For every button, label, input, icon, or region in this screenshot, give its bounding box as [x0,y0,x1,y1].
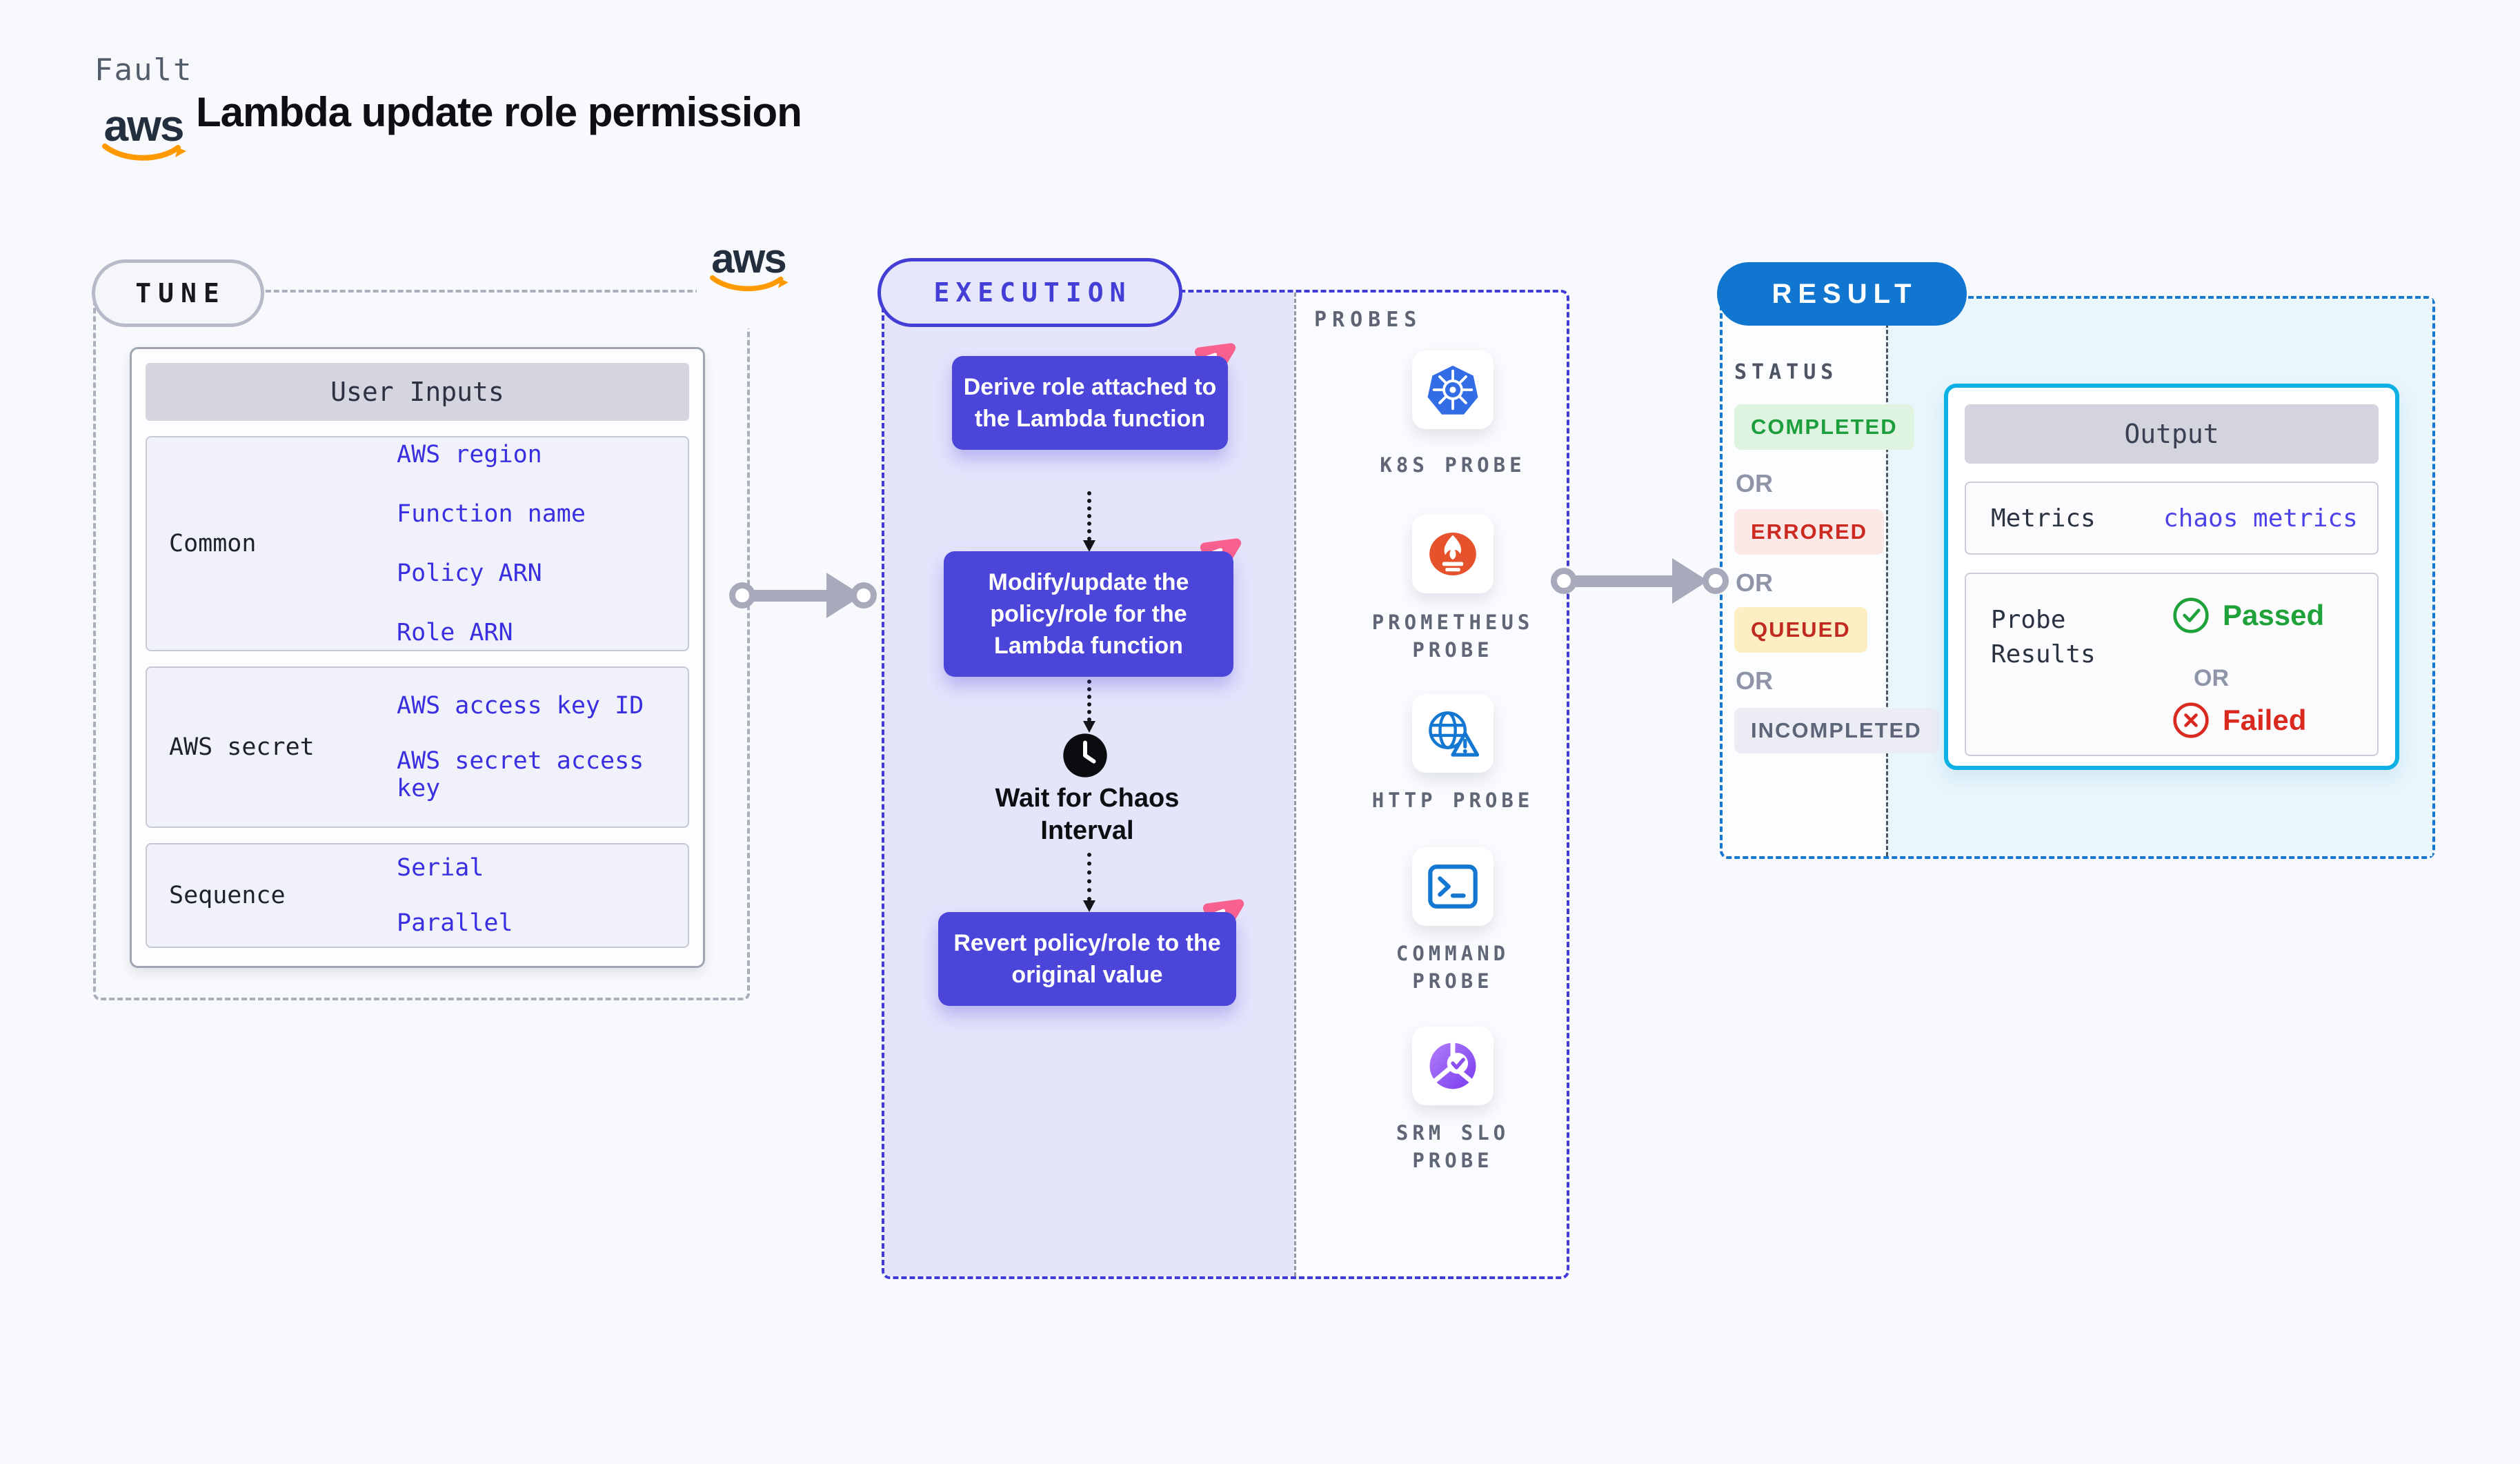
flow-arrow-down-icon [1083,672,1095,733]
or-label: OR [1736,469,1773,497]
input-value: Serial [397,854,484,882]
aws-logo-tune: aws [697,235,800,328]
probe-card-srm-slo [1412,1027,1494,1105]
connector-arrowhead-icon [1672,558,1708,604]
status-badge-errored: ERRORED [1734,509,1885,555]
flow-arrow-down-icon [1083,491,1095,552]
probe-results-label: Probe Results [1991,606,2096,669]
input-value: Role ARN [397,619,513,646]
aws-smile-icon [710,275,788,292]
execution-flow-panel [884,293,1294,1276]
input-value: AWS secret access key [397,747,644,802]
group-label: AWS secret [169,733,315,761]
probe-card-http [1412,694,1494,773]
aws-smile-icon [102,144,186,161]
input-group-sequence: Sequence Serial Parallel [146,843,689,948]
connector-end-ring [1703,568,1729,594]
connector-line [751,590,831,602]
step-label: Modify/update the policy/role for the La… [944,551,1233,677]
group-label: Sequence [169,882,286,909]
tune-section-box [93,290,750,1000]
fault-kind-label: Fault [95,52,193,88]
probe-results-row: Probe Results Passed OR Failed [1965,573,2379,756]
output-title: Output [1965,404,2379,464]
probe-label: HTTP PROBE [1371,789,1534,812]
input-value: AWS region [397,441,542,468]
probe-card-command [1412,847,1494,926]
srm-slo-icon [1429,1040,1476,1089]
probe-label: SRM SLO PROBE [1396,1121,1510,1172]
metrics-label: Metrics [1991,504,2096,533]
probes-title: PROBES [1314,308,1422,332]
input-group-common: Common AWS region Function name Policy A… [146,436,689,651]
user-inputs-card: User Inputs Common AWS region Function n… [130,347,705,968]
kubernetes-icon [1427,366,1478,415]
status-badge-queued: QUEUED [1734,607,1867,653]
step-revert-policy: Revert policy/role to the original value [938,899,1244,1006]
connector-line [1573,575,1676,587]
input-value: Parallel [397,909,513,937]
user-inputs-title: User Inputs [146,363,689,421]
probe-label: COMMAND PROBE [1396,942,1510,993]
or-label: OR [1736,568,1773,597]
probe-card-prometheus [1412,515,1494,593]
input-value: AWS access key ID [397,692,644,720]
input-group-aws-secret: AWS secret AWS access key ID AWS secret … [146,666,689,828]
failed-result: Failed [2172,701,2306,740]
status-badge-incompleted: INCOMPLETED [1734,708,1938,753]
result-pill: RESULT [1717,262,1967,326]
probe-label: K8S PROBE [1380,453,1526,477]
execution-pill: EXECUTION [877,258,1182,327]
page-title: Lambda update role permission [196,89,802,135]
input-value: Function name [397,500,586,528]
globe-warning-icon [1429,711,1480,757]
status-title: STATUS [1734,360,1838,384]
flow-arrow-down-icon [1083,853,1095,912]
passed-label: Passed [2223,599,2325,631]
probes-panel [1294,293,1567,1276]
step-label: Derive role attached to the Lambda funct… [952,356,1228,450]
metrics-row: Metrics chaos metrics [1965,482,2379,555]
connector-start-ring [1551,568,1577,594]
passed-result: Passed [2172,596,2324,635]
failed-label: Failed [2223,704,2307,736]
check-circle-icon [2173,597,2209,633]
terminal-icon [1428,864,1478,909]
group-label: Common [169,530,257,557]
step-derive-role: Derive role attached to the Lambda funct… [952,343,1236,450]
output-card: Output Metrics chaos metrics Probe Resul… [1944,384,2399,770]
prometheus-icon [1429,533,1476,575]
step-modify-policy: Modify/update the policy/role for the La… [944,538,1242,677]
tune-pill: TUNE [92,259,264,327]
x-circle-icon [2173,702,2209,738]
or-label: OR [1736,666,1773,695]
probe-label: PROMETHEUS PROBE [1371,611,1534,662]
metrics-value-link[interactable]: chaos metrics [2163,504,2358,533]
clock-icon [1063,733,1107,778]
probe-card-k8s [1412,350,1494,429]
connector-end-ring [851,582,877,609]
aws-wordmark: aws [103,101,185,150]
status-badge-completed: COMPLETED [1734,404,1914,450]
aws-wordmark: aws [711,235,786,281]
aws-logo: aws [95,101,192,167]
wait-chaos-interval-label: Wait for Chaos Interval [995,784,1180,845]
step-label: Revert policy/role to the original value [938,912,1236,1006]
input-value: Policy ARN [397,560,542,587]
or-label: OR [2194,665,2229,691]
execution-section-box [882,290,1569,1279]
connector-start-ring [729,582,755,609]
